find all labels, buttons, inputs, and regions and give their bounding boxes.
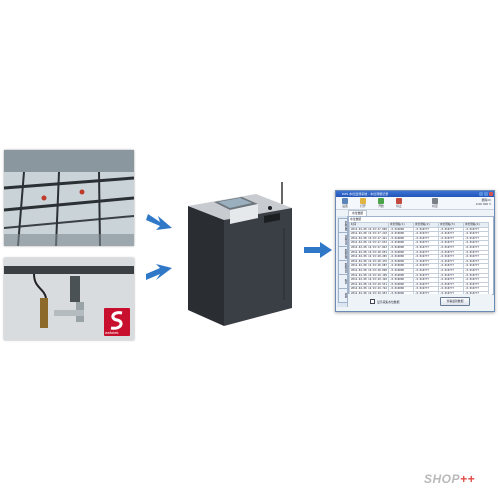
play-icon xyxy=(378,198,384,204)
readout-line: 0.06 000 V xyxy=(475,201,491,206)
sidebar-item-label: 数据查询 xyxy=(344,262,347,273)
sidebar-item[interactable]: 数据处理 xyxy=(338,246,348,261)
table-cell: 2012-02-08 14:15:47.843 xyxy=(349,245,389,251)
arrow-right-icon xyxy=(146,214,172,230)
data-logger-device xyxy=(188,182,292,326)
sidebar-item-label: 参数设置 xyxy=(344,220,347,231)
sidebar-item[interactable]: 参数设置 xyxy=(338,218,348,233)
table-cell: 2012-02-08 14:15:47.210 xyxy=(349,231,389,237)
window-titlebar: DZS 水位监测系统 - 水位测量记录 xyxy=(336,191,494,197)
checkbox-label: 显示采集水位数据 xyxy=(377,299,400,304)
readout-line: 量程(0) xyxy=(481,198,491,202)
table-cell: 2012-02-08 14:15:48.054 xyxy=(349,249,389,256)
toolbar-label: 设置 xyxy=(342,204,348,208)
sidebar-item[interactable]: 测量记录 xyxy=(338,232,348,247)
tank-photo xyxy=(4,150,134,246)
sensor-photo xyxy=(4,258,134,340)
toolbar-start-button[interactable]: 开始 xyxy=(374,198,388,208)
toolbar-settings-button[interactable]: 设置 xyxy=(338,198,352,208)
sidebar-item[interactable]: 数据查询 xyxy=(338,260,348,275)
close-button[interactable] xyxy=(489,192,493,196)
maximize-button[interactable] xyxy=(484,192,488,196)
table-cell: 2012-02-08 14:15:48.265 xyxy=(349,254,389,260)
table-cell: 2012-02-08 14:15:49.320 xyxy=(349,277,389,283)
data-table: 时间水位测站(1)水位测站(2)水位测站(3)水位测站(4) 2012-02-0… xyxy=(349,222,489,294)
view-latest-data-button[interactable]: 查看最新数据 xyxy=(440,297,470,306)
toolbar-label: 打开 xyxy=(360,204,366,208)
open-icon xyxy=(360,198,366,204)
sidebar-item[interactable]: 报表 xyxy=(338,274,348,289)
bottom-bar: 显示采集水位数据 查看最新数据 xyxy=(348,294,492,308)
table-cell: -0.010777 xyxy=(462,290,489,294)
table-row[interactable]: 2012-02-08 14:15:47.210-0.010000-0.01077… xyxy=(349,231,489,237)
brand-badge-text: wsfotek xyxy=(105,330,119,335)
table-row[interactable]: 2012-02-08 14:15:48.687-0.010000-0.01077… xyxy=(349,263,489,269)
monitoring-software-window: DZS 水位监测系统 - 水位测量记录 设置 打开 开始 停止 标定 量程(0)… xyxy=(335,190,495,312)
table-row[interactable]: 2012-02-08 14:15:48.898-0.010000-0.01077… xyxy=(349,267,489,274)
table-cell: 2012-02-08 14:15:49.742 xyxy=(349,286,389,292)
table-row[interactable]: 2012-02-08 14:15:48.265-0.010000-0.01077… xyxy=(349,254,489,260)
range-readout: 量程(0) 0.06 000 V xyxy=(475,198,491,206)
stop-icon xyxy=(396,198,402,204)
s-logo-icon xyxy=(110,311,123,330)
sidebar-item-label: 数据处理 xyxy=(344,248,347,259)
toolbar-label: 停止 xyxy=(396,204,402,208)
table-row[interactable]: 2012-02-08 14:15:48.054-0.010000-0.01077… xyxy=(349,249,489,256)
tab-label: 水位数据 xyxy=(352,211,364,215)
table-row[interactable]: 2012-02-08 14:15:49.742-0.010000-0.01077… xyxy=(349,286,489,292)
settings-icon xyxy=(342,198,348,204)
sidebar-item-label: 报表 xyxy=(344,279,347,284)
show-data-checkbox[interactable]: 显示采集水位数据 xyxy=(370,299,399,304)
toolbar-label: 标定 xyxy=(432,204,438,208)
table-cell: 2012-02-08 14:15:48.687 xyxy=(349,263,389,269)
table-row[interactable]: 2012-02-08 14:15:47.632-0.010000-0.01077… xyxy=(349,240,489,246)
toolbar-label: 开始 xyxy=(378,204,384,208)
table-row[interactable]: 2012-02-08 14:15:49.109-0.010000-0.01077… xyxy=(349,272,489,279)
shop-logo: SHOP++ xyxy=(424,472,475,486)
sidebar-item-label: 测量记录 xyxy=(344,234,347,245)
logo-accent: ++ xyxy=(460,472,476,486)
table-row[interactable]: 2012-02-08 14:15:49.320-0.010000-0.01077… xyxy=(349,277,489,283)
panel-title: 水位数据 xyxy=(350,217,362,221)
pen-icon xyxy=(432,198,438,204)
arrow-right-icon xyxy=(304,242,332,258)
checkbox-box[interactable] xyxy=(370,299,375,304)
tank-photo-illustration xyxy=(4,150,134,246)
brand-badge: wsfotek xyxy=(104,308,130,336)
window-title: DZS 水位监测系统 - 水位测量记录 xyxy=(342,192,389,196)
tab-bar: 水位数据 xyxy=(336,210,494,216)
table-body: 2012-02-08 14:15:47.000-0.010000-0.01077… xyxy=(349,226,489,294)
table-cell: 2012-02-08 14:15:48.898 xyxy=(349,267,389,274)
sidebar-item-label: 帮助 xyxy=(344,293,347,298)
toolbar: 设置 打开 开始 停止 标定 量程(0) 0.06 000 V xyxy=(336,197,494,210)
table-row[interactable]: 2012-02-08 14:15:47.000-0.010000-0.01077… xyxy=(349,226,489,233)
table-cell: 2012-02-08 14:15:47.632 xyxy=(349,240,389,246)
minimize-button[interactable] xyxy=(479,192,483,196)
sidebar-item[interactable]: 帮助 xyxy=(338,288,348,303)
data-table-panel: 水位数据 时间水位测站(1)水位测站(2)水位测站(3)水位测站(4) 2012… xyxy=(348,216,494,295)
tab-water-level-data[interactable]: 水位数据 xyxy=(348,210,368,216)
table-cell: 2012-02-08 14:15:49.109 xyxy=(349,272,389,279)
toolbar-open-button[interactable]: 打开 xyxy=(356,198,370,208)
toolbar-calibrate-button[interactable]: 标定 xyxy=(428,198,442,208)
table-cell: 2012-02-08 14:15:47.000 xyxy=(349,226,389,233)
table-row[interactable]: 2012-02-08 14:15:47.843-0.010000-0.01077… xyxy=(349,245,489,251)
logo-text: SHOP xyxy=(424,472,461,486)
table-row[interactable]: 2012-02-08 14:15:49.953-0.010000-0.01077… xyxy=(349,290,489,294)
arrow-up-right-icon xyxy=(146,264,172,280)
toolbar-stop-button[interactable]: 停止 xyxy=(392,198,406,208)
sidebar: 参数设置 测量记录 数据处理 数据查询 报表 帮助 xyxy=(337,216,348,307)
